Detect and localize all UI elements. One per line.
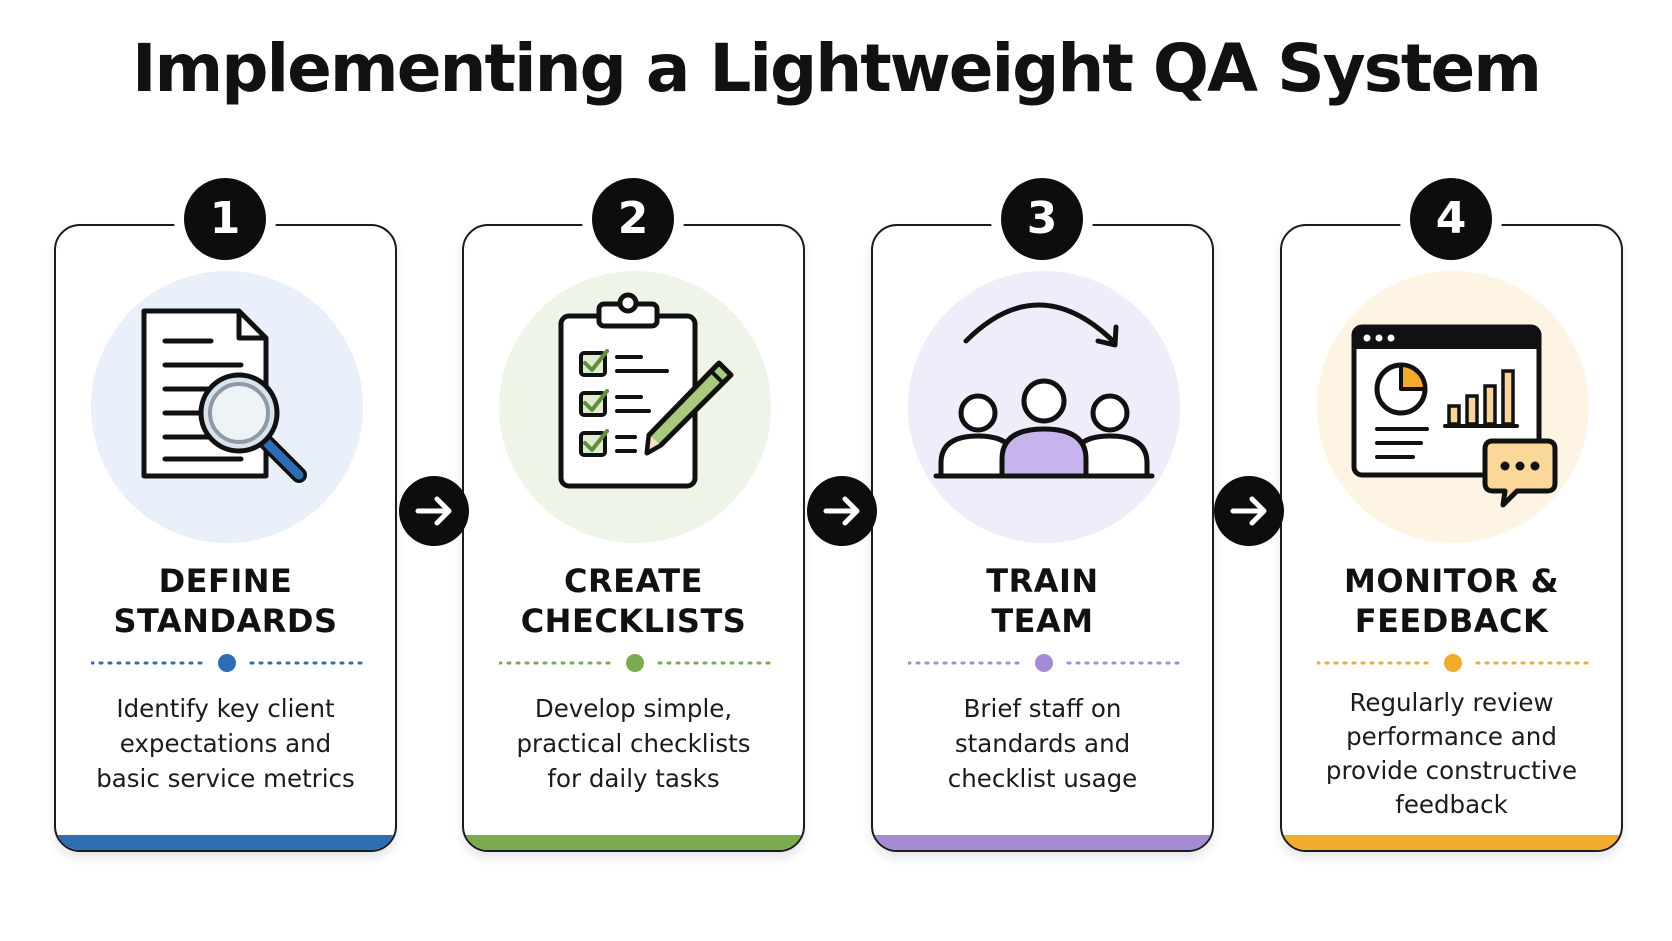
desc-line: feedback <box>1395 790 1508 819</box>
step-title-line1: CREATE <box>564 562 703 600</box>
step-title: MONITOR & FEEDBACK <box>1282 561 1621 641</box>
desc-line: Brief staff on <box>963 694 1122 723</box>
desc-line: checklist usage <box>947 764 1138 793</box>
step-title-line1: MONITOR & <box>1344 562 1559 600</box>
step-card-define-standards: DEFINE STANDARDS Identify key client exp… <box>54 224 397 852</box>
step-title: DEFINE STANDARDS <box>56 561 395 641</box>
dotted-divider <box>1317 654 1589 672</box>
desc-line: basic service metrics <box>96 764 355 793</box>
step-description: Regularly review performance and provide… <box>1302 686 1601 822</box>
desc-line: Develop simple, <box>534 694 733 723</box>
step-title: TRAIN TEAM <box>873 561 1212 641</box>
arrow-right-icon <box>807 476 877 546</box>
step-card-monitor-feedback: MONITOR & FEEDBACK Regularly review perf… <box>1280 224 1623 852</box>
step-number-badge: 4 <box>1410 178 1492 260</box>
step-title: CREATE CHECKLISTS <box>464 561 803 641</box>
step-number-badge: 1 <box>184 178 266 260</box>
desc-line: performance and <box>1346 722 1557 751</box>
step-number-badge: 3 <box>1001 178 1083 260</box>
step-number-badge: 2 <box>592 178 674 260</box>
accent-bar <box>873 835 1212 850</box>
step-description: Develop simple, practical checklists for… <box>484 691 783 796</box>
step-title-line2: STANDARDS <box>113 602 338 640</box>
arrow-right-icon <box>1214 476 1284 546</box>
step-description: Brief staff on standards and checklist u… <box>893 691 1192 796</box>
step-card-create-checklists: CREATE CHECKLISTS Develop simple, practi… <box>462 224 805 852</box>
desc-line: Identify key client <box>116 694 335 723</box>
step-description: Identify key client expectations and bas… <box>76 691 375 796</box>
desc-line: practical checklists <box>516 729 751 758</box>
step-title-line1: DEFINE <box>158 562 293 600</box>
arrow-right-icon <box>399 476 469 546</box>
dotted-divider <box>908 654 1180 672</box>
team-training-icon <box>933 302 1155 479</box>
accent-bar <box>1282 835 1621 850</box>
accent-bar <box>56 835 395 850</box>
dotted-divider <box>499 654 771 672</box>
step-title-line2: CHECKLISTS <box>520 602 747 640</box>
document-magnifier-icon <box>141 308 307 483</box>
desc-line: expectations and <box>119 729 332 758</box>
dotted-divider <box>91 654 363 672</box>
desc-line: Regularly review <box>1349 688 1554 717</box>
step-card-train-team: TRAIN TEAM Brief staff on standards and … <box>871 224 1214 852</box>
step-title-line2: TEAM <box>991 602 1094 640</box>
page-title: Implementing a Lightweight QA System <box>131 30 1542 107</box>
clipboard-checklist-icon <box>558 292 734 489</box>
desc-line: for daily tasks <box>547 764 720 793</box>
step-title-line1: TRAIN <box>986 562 1099 600</box>
dashboard-feedback-icon <box>1351 324 1558 508</box>
step-title-line2: FEEDBACK <box>1354 602 1549 640</box>
desc-line: standards and <box>954 729 1131 758</box>
desc-line: provide constructive <box>1325 756 1578 785</box>
accent-bar <box>464 835 803 850</box>
